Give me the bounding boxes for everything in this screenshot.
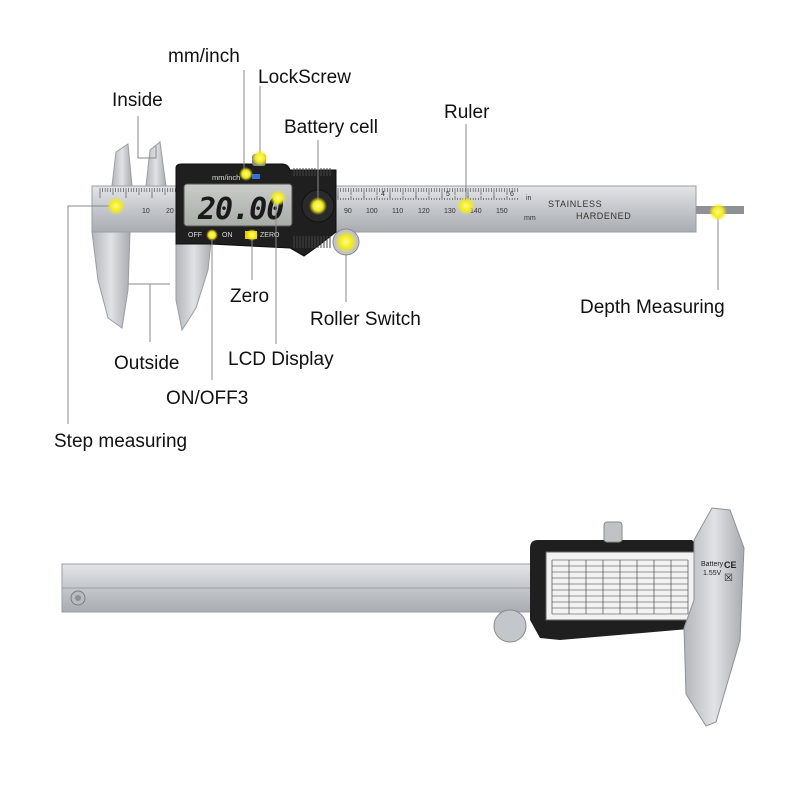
- scale-number: 90: [344, 208, 352, 215]
- inch-number: 6: [510, 191, 514, 198]
- back-roller: [493, 609, 527, 643]
- scale-number: 20: [166, 208, 174, 215]
- grip-ridges: [293, 168, 331, 248]
- thumb-screw: [603, 521, 623, 543]
- label-step-measuring: Step measuring: [54, 431, 188, 452]
- label-roller-switch: Roller Switch: [310, 309, 421, 330]
- ce-mark: CE: [724, 560, 737, 570]
- scale-number: 140: [470, 208, 482, 215]
- label-on-off: ON/OFF3: [166, 388, 249, 409]
- highlight-markers: [107, 150, 727, 253]
- left-scale: [99, 188, 176, 198]
- mode-button[interactable]: [252, 174, 260, 179]
- btn-on-label: ON: [222, 232, 233, 239]
- label-mm-inch: mm/inch: [168, 46, 240, 67]
- inch-number: 4: [381, 191, 385, 198]
- label-outside: Outside: [114, 353, 180, 374]
- inside-jaw-fixed: [111, 143, 133, 187]
- inside-jaw-moving: [145, 141, 167, 187]
- lcd-reading: 20.00: [197, 192, 283, 227]
- scale-number: 130: [444, 208, 456, 215]
- lcd-mode-label: mm/inch: [212, 173, 240, 182]
- label-table: [551, 559, 689, 615]
- btn-zero-label: ZERO: [260, 232, 280, 239]
- label-lcd-display: LCD Display: [228, 349, 334, 370]
- lcd-screen: [183, 183, 293, 227]
- label-ruler: Ruler: [444, 102, 490, 123]
- scale-number: 120: [418, 208, 430, 215]
- top-caliper: 10 20 90 100 110 120 130 140 150 4 5 6 i…: [67, 70, 744, 424]
- scale-number: 100: [366, 208, 378, 215]
- unit-in-label: in: [526, 195, 532, 202]
- scale-number: 110: [392, 208, 403, 215]
- bottom-caliper: Battery 1.55V CE ☒: [61, 507, 745, 727]
- back-jaw: [683, 507, 745, 727]
- stamp-line-2: HARDENED: [576, 211, 631, 221]
- label-depth-measuring: Depth Measuring: [580, 297, 725, 318]
- scale-number: 10: [142, 208, 150, 215]
- inch-number: 5: [446, 191, 450, 198]
- stamp-line-1: STAINLESS: [548, 199, 602, 209]
- scale-number: 150: [496, 208, 508, 215]
- label-battery-cell: Battery cell: [284, 117, 378, 138]
- outside-jaw-moving: [175, 231, 213, 332]
- battery-text-1: Battery: [701, 561, 724, 568]
- outside-jaw-fixed: [91, 231, 131, 329]
- battery-text-2: 1.55V: [703, 570, 722, 577]
- unit-mm-label: mm: [524, 215, 536, 222]
- btn-off-label: OFF: [188, 232, 202, 239]
- label-inside: Inside: [112, 90, 163, 111]
- recycle-bin-icon: ☒: [724, 573, 733, 584]
- label-lockscrew: LockScrew: [258, 67, 351, 88]
- leader-lines: [67, 70, 719, 424]
- label-zero: Zero: [230, 286, 270, 307]
